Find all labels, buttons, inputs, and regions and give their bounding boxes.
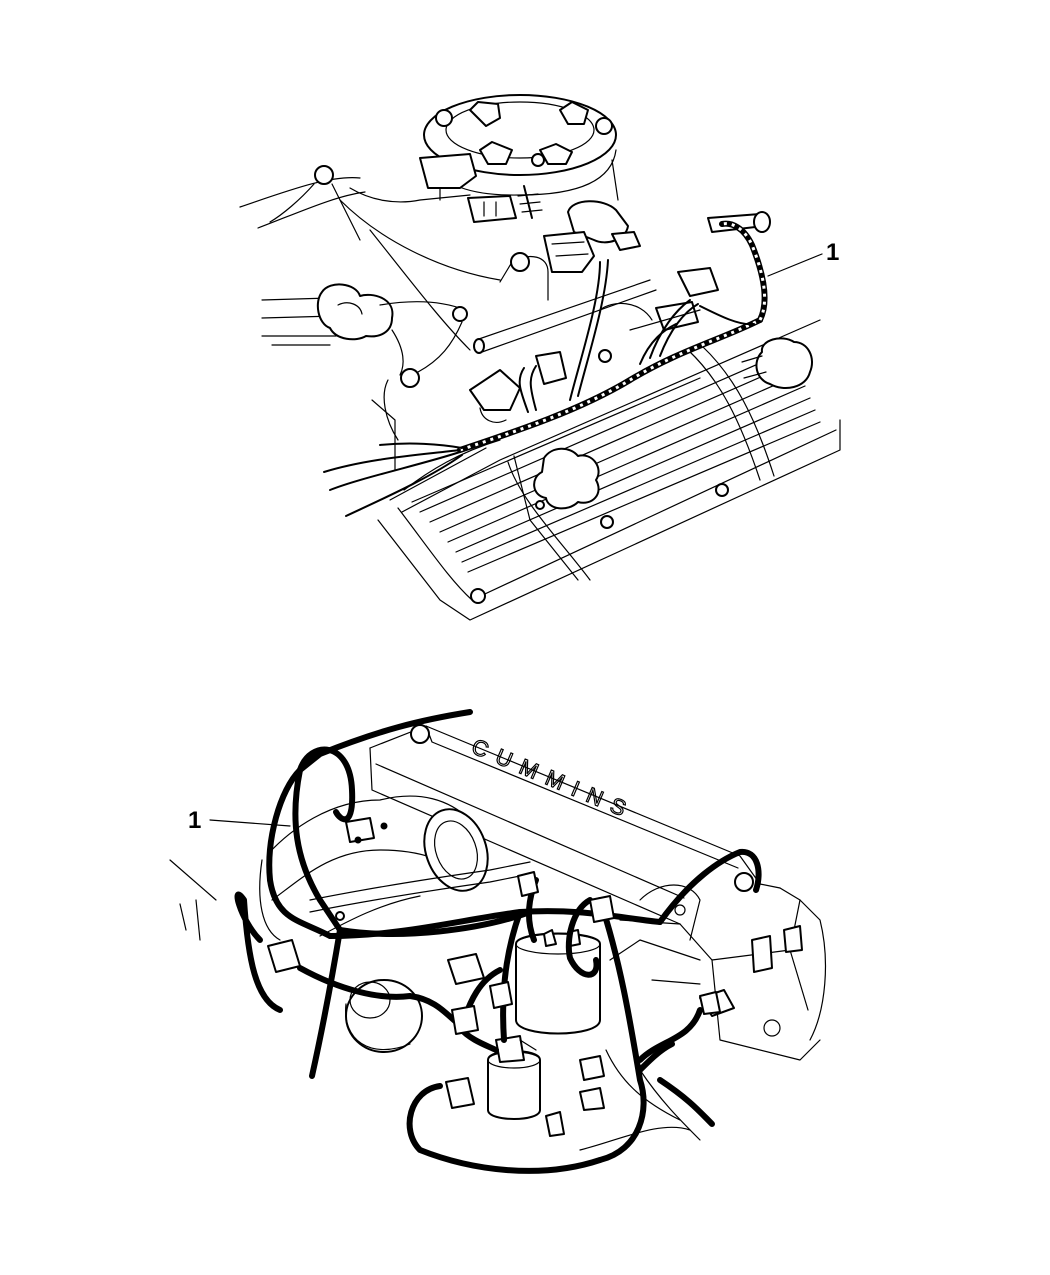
lower-engine-view: CUMMINS — [169, 709, 827, 1174]
upper-engine-view: 1 — [239, 94, 841, 621]
tps-sensor — [419, 153, 477, 189]
bolt-icon — [734, 872, 754, 892]
valve-cover — [377, 319, 841, 621]
intake-elbow — [259, 795, 489, 941]
bolt-icon — [314, 165, 334, 185]
callout-leader-upper — [767, 253, 823, 277]
bolt-icon — [400, 368, 420, 388]
pcv-valve — [755, 337, 813, 389]
fuel-filter — [515, 929, 601, 1035]
oil-filler-cap — [533, 447, 600, 510]
hose-clamp — [316, 283, 394, 341]
wiring-harness-upper — [323, 220, 768, 517]
callout-leader-lower — [209, 819, 291, 827]
callout-label-lower: 1 — [188, 807, 201, 834]
cover-stamp-text: CUMMINS — [468, 734, 639, 825]
callout-label-upper: 1 — [826, 239, 839, 266]
bolt-icon — [510, 252, 530, 272]
bolt-icon — [452, 306, 468, 322]
throttle-body — [423, 94, 619, 201]
connector — [543, 231, 595, 273]
wiring-harness-lower — [234, 709, 762, 1174]
bolt-icon — [410, 724, 430, 744]
water-separator — [487, 1035, 541, 1120]
